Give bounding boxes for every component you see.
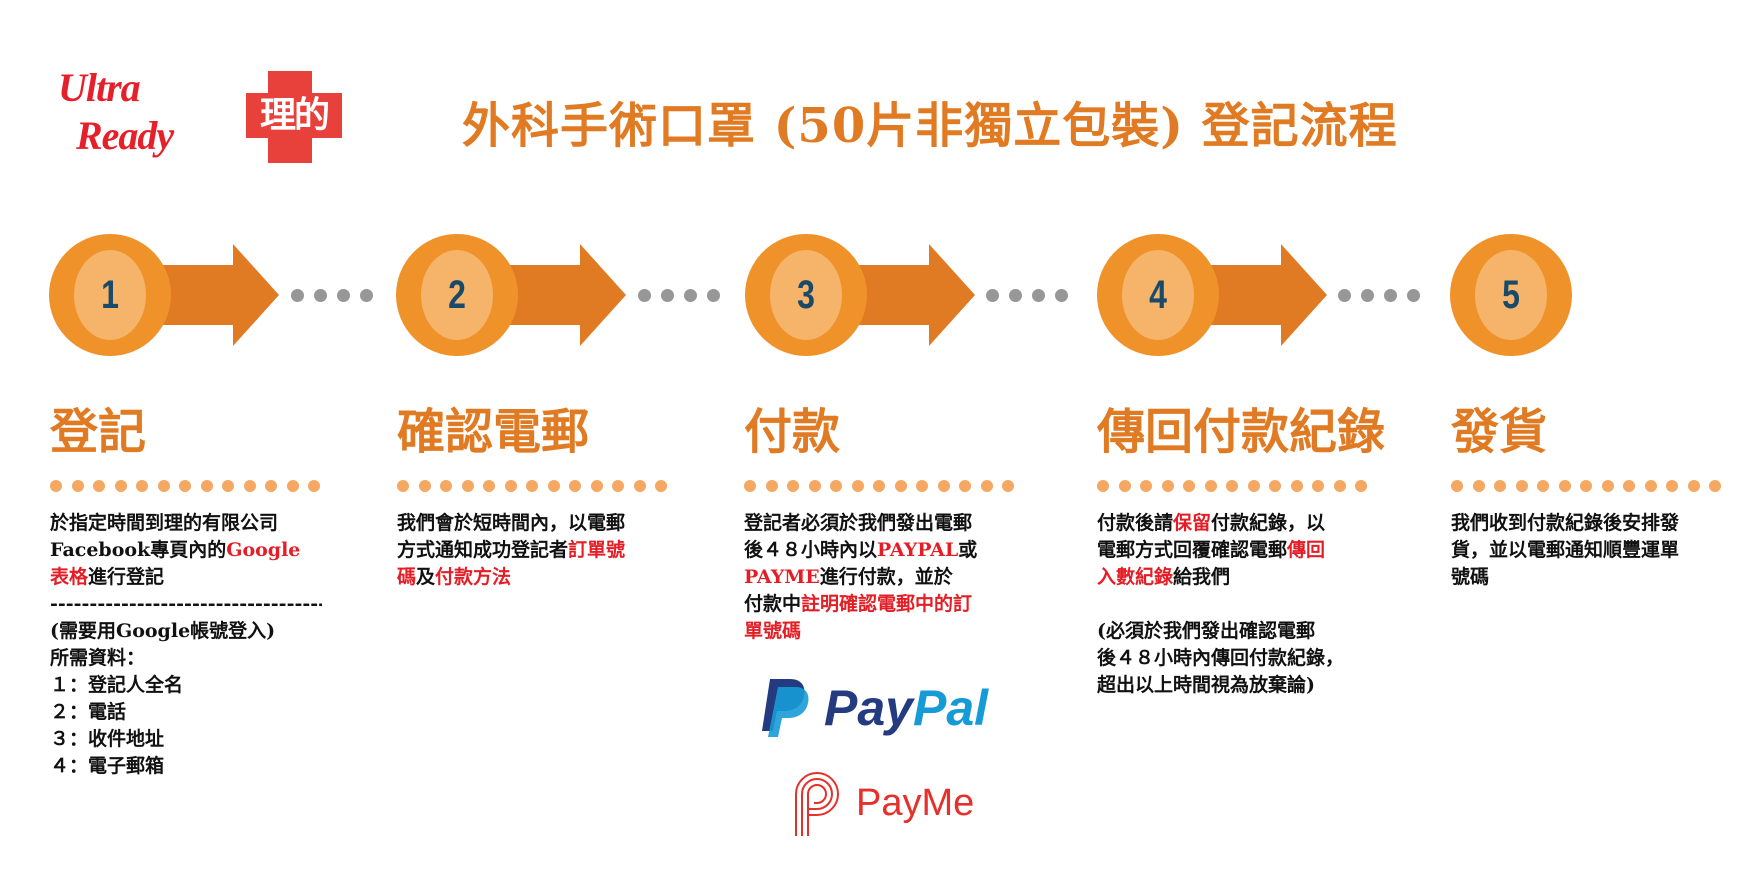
note-line: (必須於我們發出確認電郵: [1097, 620, 1315, 642]
form-highlight: 表格: [50, 566, 89, 588]
text-line: 給我們: [1173, 566, 1231, 588]
paypal-text-pay: Pay: [824, 680, 913, 736]
highlight: PAYPAL: [877, 539, 959, 561]
google-highlight: Google: [226, 539, 301, 561]
text-line: (需要用Google帳號登入): [50, 620, 276, 642]
note-line: 超出以上時間視為放棄論): [1097, 674, 1315, 696]
text-line: 登記者必須於我們發出電郵: [744, 512, 973, 534]
step-5-marker: 5: [1450, 234, 1754, 356]
separator: ------------------------------------: [50, 593, 322, 615]
brand-cn-logo: 理的: [246, 71, 342, 163]
highlight: 入數紀錄: [1097, 566, 1174, 588]
text-line: 於指定時間到理的有限公司: [50, 512, 279, 534]
text-line: 付款中: [744, 593, 802, 615]
text-line: 進行登記: [88, 566, 165, 588]
text-line: 及: [416, 566, 436, 588]
paypal-icon: [762, 679, 809, 737]
highlight: 單號碼: [744, 620, 802, 642]
highlight: 碼: [397, 566, 417, 588]
list-item: １：登記人全名: [50, 674, 184, 696]
step-2-marker: 2: [396, 234, 736, 356]
connector-dots: [638, 289, 720, 302]
step-heading: 登記: [50, 404, 147, 460]
dotted-divider: [1451, 480, 1754, 492]
connector-dots: [291, 289, 373, 302]
text-line: 我們收到付款紀錄後安排發: [1451, 512, 1680, 534]
note-line: 後４８小時內傳回付款紀錄，: [1097, 647, 1345, 669]
step-number: 4: [1122, 250, 1194, 340]
step-4-marker: 4: [1097, 234, 1437, 356]
step-number: 2: [421, 250, 493, 340]
page-title: 外科手術口罩 (50片非獨立包裝) 登記流程: [462, 98, 1398, 154]
step-heading: 傳回付款紀錄: [1097, 404, 1386, 460]
step-heading: 發貨: [1451, 404, 1548, 460]
text-line: 我們會於短時間內，以電郵: [397, 512, 626, 534]
list-item: ３：收件地址: [50, 728, 165, 750]
ultraready-logo: Ultra Ready: [58, 64, 233, 164]
step-number: 3: [770, 250, 842, 340]
list-item: ４：電子郵箱: [50, 755, 165, 777]
connector-dots: [986, 289, 1068, 302]
text-line: 所需資料：: [50, 647, 146, 669]
text-line: Facebook專頁內的: [50, 539, 227, 561]
highlight: 傳回: [1287, 539, 1326, 561]
payme-logo: PayMe: [792, 768, 974, 838]
step-3-marker: 3: [745, 234, 1085, 356]
step-heading: 確認電郵: [397, 404, 590, 460]
payme-text: PayMe: [856, 781, 975, 824]
text-line: 電郵方式回覆確認電郵: [1097, 539, 1288, 561]
logo-text-ultra: Ultra: [58, 65, 141, 110]
payme-icon: [795, 772, 839, 836]
dotted-divider: [744, 480, 1064, 492]
highlight: 保留: [1173, 512, 1212, 534]
step-1-column: 登記 於指定時間到理的有限公司 Facebook專頁內的Google 表格進行登…: [50, 404, 370, 780]
text-line: 貨，並以電郵通知順豐運單: [1451, 539, 1680, 561]
paypal-logo: PayPal: [760, 676, 988, 740]
highlight: 註明確認電郵中的訂: [801, 593, 973, 615]
text-line: 付款後請: [1097, 512, 1174, 534]
list-item: ２：電話: [50, 701, 127, 723]
text-line: 進行付款，並於: [819, 566, 953, 588]
step-4-column: 傳回付款紀錄 付款後請保留付款紀錄，以 電郵方式回覆確認電郵傳回 入數紀錄給我們…: [1097, 404, 1417, 699]
step-heading: 付款: [744, 404, 841, 460]
step-3-column: 付款 登記者必須於我們發出電郵 後４８小時內以PAYPAL或 PAYME進行付款…: [744, 404, 1064, 645]
paypal-text-pal: Pal: [912, 680, 989, 736]
logo-text-ready: Ready: [76, 113, 174, 158]
step-number: 5: [1475, 250, 1547, 340]
highlight: 訂單號: [568, 539, 626, 561]
connector-dots: [1338, 289, 1420, 302]
step-number: 1: [74, 250, 146, 340]
text-line: 後４８小時內以: [744, 539, 878, 561]
dotted-divider: [1097, 480, 1417, 492]
text-line: 方式通知成功登記者: [397, 539, 569, 561]
dotted-divider: [50, 480, 370, 492]
text-line: 付款紀錄，以: [1211, 512, 1326, 534]
brand-cn-text: 理的: [246, 93, 342, 138]
highlight: PAYME: [744, 566, 820, 588]
text-line: 或: [958, 539, 978, 561]
step-2-column: 確認電郵 我們會於短時間內，以電郵 方式通知成功登記者訂單號 碼及付款方法: [397, 404, 717, 591]
step-1-marker: 1: [49, 234, 389, 356]
text-line: 號碼: [1451, 566, 1490, 588]
step-5-column: 發貨 我們收到付款紀錄後安排發 貨，並以電郵通知順豐運單 號碼: [1451, 404, 1754, 591]
highlight: 付款方法: [435, 566, 512, 588]
dotted-divider: [397, 480, 717, 492]
